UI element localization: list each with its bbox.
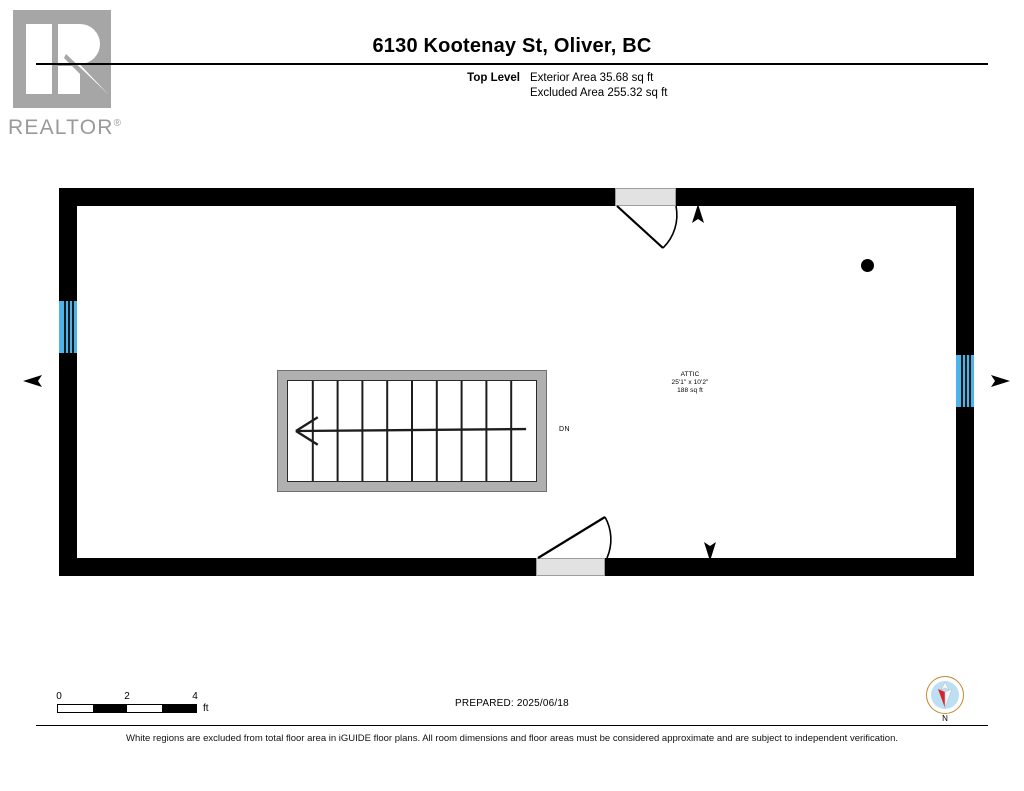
level-label-spacer [380, 86, 530, 101]
room-area: 188 sq ft [677, 387, 703, 394]
door-north-panel [615, 188, 676, 206]
footer-divider [36, 725, 988, 726]
room-dimensions: 25'1" x 10'2" [671, 379, 709, 386]
access-arrow-south-icon [704, 542, 716, 561]
compass-north-label: N [942, 714, 948, 723]
scale-segment [161, 705, 196, 712]
level-row-exterior: Top Level Exterior Area 35.68 sq ft [380, 71, 800, 86]
scale-unit-label: ft [203, 703, 209, 714]
room-label-attic: ATTIC 25'1" x 10'2" 188 sq ft [625, 371, 755, 395]
level-label: Top Level [467, 72, 520, 84]
scale-segment [92, 705, 127, 712]
scale-tick-labels: 0 2 4 [56, 691, 217, 703]
compass-rose: N [925, 675, 971, 727]
door-north-swing-icon [616, 205, 678, 249]
prepared-date: PREPARED: 2025/06/18 [455, 698, 569, 709]
floor-plan-drawing: ATTIC 25'1" x 10'2" 188 sq ft DN [23, 188, 1010, 576]
realtor-logo: REALTOR® [8, 8, 126, 139]
registered-mark: ® [113, 118, 123, 129]
disclaimer-text: White regions are excluded from total fl… [125, 733, 899, 744]
scale-bar: 0 2 4 ft [56, 691, 217, 721]
scale-tick-2: 4 [192, 691, 198, 702]
access-arrow-east-icon [991, 375, 1010, 387]
scale-bar-segments [57, 704, 197, 713]
realtor-wordmark: REALTOR® [8, 116, 122, 140]
staircase-direction-arrow-icon [295, 416, 527, 446]
staircase [277, 370, 547, 492]
window-west [59, 301, 77, 353]
access-arrow-west-icon [23, 375, 42, 387]
level-row-excluded: Excluded Area 255.32 sq ft [380, 86, 800, 101]
stair-direction-label: DN [559, 426, 570, 433]
staircase-treads [287, 380, 537, 482]
scale-tick-1: 2 [124, 691, 130, 702]
realtor-r-mark-icon [13, 10, 111, 108]
door-south-panel [536, 558, 605, 576]
ceiling-point-marker [861, 259, 874, 272]
window-east [956, 355, 974, 407]
realtor-wordmark-text: REALTOR [8, 116, 114, 139]
scale-tick-0: 0 [56, 691, 62, 702]
level-summary: Top Level Exterior Area 35.68 sq ft Excl… [380, 71, 800, 101]
scale-segment [127, 705, 162, 712]
exterior-area-value: Exterior Area 35.68 sq ft [530, 72, 654, 84]
scale-segment [58, 705, 93, 712]
title-divider [36, 63, 988, 65]
access-arrow-north-icon [692, 204, 704, 223]
door-south-swing-icon [537, 516, 612, 559]
page-title: 6130 Kootenay St, Oliver, BC [372, 35, 652, 57]
excluded-area-value: Excluded Area 255.32 sq ft [530, 87, 668, 99]
room-name: ATTIC [680, 371, 700, 378]
compass-icon [926, 676, 964, 714]
